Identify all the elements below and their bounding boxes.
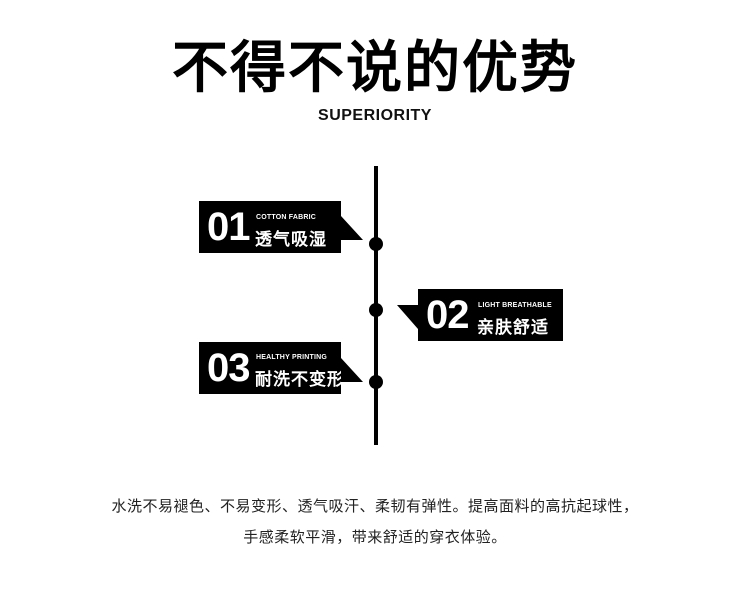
timeline-dot-3 [369,375,383,389]
description-line-2: 手感柔软平滑，带来舒适的穿衣体验。 [243,528,507,546]
description-line-1: 水洗不易褪色、不易变形、透气吸汗、柔韧有弹性。提高面料的高抗起球性， [111,497,639,515]
timeline-dot-2 [369,303,383,317]
feature-chinese: 耐洗不变形 [255,370,345,390]
feature-number: 03 [207,346,250,390]
feature-number: 02 [426,293,469,337]
feature-card-2-pointer [397,305,418,329]
feature-number: 01 [207,205,250,249]
feature-card-3-pointer [341,358,363,382]
page-title: 不得不说的优势 [172,36,578,101]
feature-english: COTTON FABRIC [256,214,317,221]
feature-chinese: 透气吸湿 [255,230,327,250]
feature-english: LIGHT BREATHABLE [478,302,552,309]
feature-card-2: 02 LIGHT BREATHABLE 亲肤舒适 [418,289,563,341]
page-subtitle: SUPERIORITY [318,107,432,124]
feature-english: HEALTHY PRINTING [256,354,327,361]
feature-card-1: 01 COTTON FABRIC 透气吸湿 [199,201,341,253]
timeline-dot-1 [369,237,383,251]
feature-card-1-pointer [341,216,363,240]
feature-chinese: 亲肤舒适 [477,318,549,338]
feature-card-3: 03 HEALTHY PRINTING 耐洗不变形 [199,342,344,394]
